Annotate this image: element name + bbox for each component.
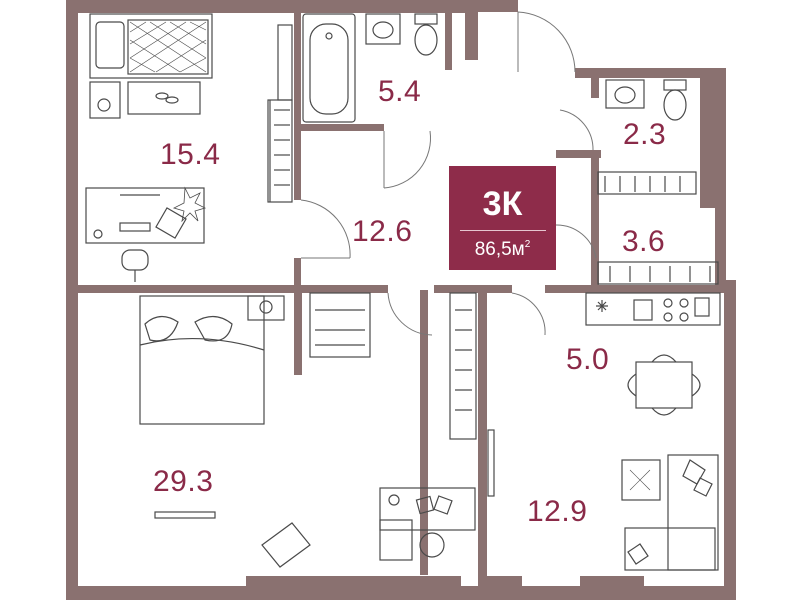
- room-area-hallway: 12.6: [352, 215, 413, 248]
- room-area-bedroom-bottom-left: 29.3: [153, 465, 214, 498]
- room-area-bathroom: 5.4: [378, 75, 422, 108]
- bathtub: [302, 13, 356, 123]
- walls: [66, 0, 736, 600]
- double-bed: [139, 295, 265, 425]
- wardrobe: [267, 99, 293, 203]
- room-area-living-room: 12.9: [527, 495, 588, 528]
- doors: [300, 11, 597, 336]
- room-area-kitchen: 5.0: [566, 343, 610, 376]
- total-area: 86,5: [474, 239, 512, 260]
- desk: [379, 487, 476, 531]
- dining-table: [635, 361, 693, 409]
- badge-divider: [459, 230, 546, 231]
- area-unit-power: 2: [524, 239, 531, 250]
- area-unit: м: [511, 239, 525, 260]
- sofa: [667, 454, 719, 571]
- single-bed: [89, 13, 213, 79]
- room-area-bedroom-top-left: 15.4: [160, 138, 221, 171]
- room-area-wardrobe: 3.6: [622, 225, 666, 258]
- desk: [85, 187, 205, 244]
- rooms-code: 3К: [482, 185, 523, 223]
- room-area-wc: 2.3: [623, 118, 667, 151]
- furniture: [85, 13, 721, 571]
- apartment-badge: 3К 86,5м2: [449, 166, 556, 270]
- kitchen-counter: [585, 292, 721, 326]
